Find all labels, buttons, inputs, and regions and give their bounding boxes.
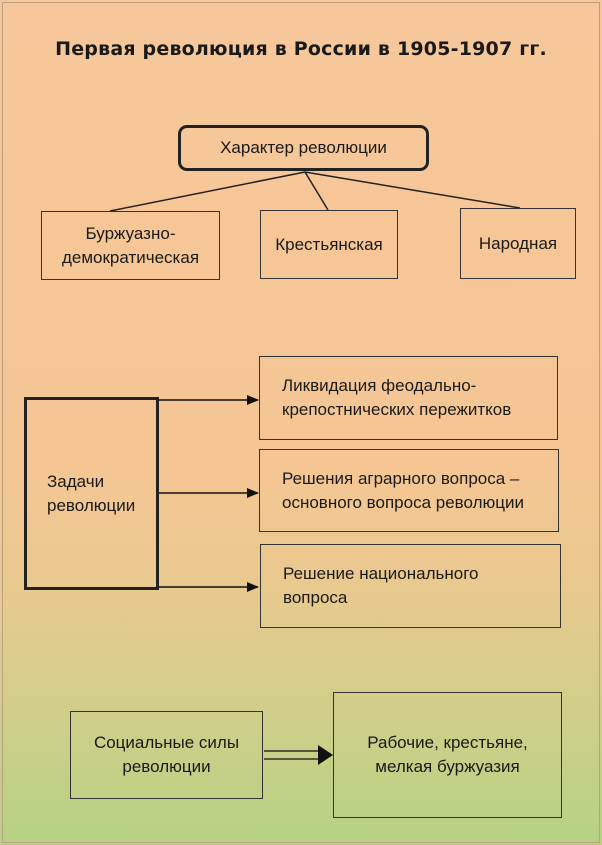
forces-value-box: Рабочие, крестьяне, мелкая буржуазия: [333, 692, 562, 818]
character-box-peasant: Крестьянская: [260, 210, 398, 279]
forces-header-label: Социальные силы революции: [93, 733, 240, 776]
task-box-agrarian: Решения аграрного вопроса – основного во…: [259, 449, 559, 532]
character-label-bourgeois: Буржуазно- демократическая: [61, 223, 200, 267]
forces-header-box: Социальные силы революции: [70, 711, 263, 799]
connector-character-1: [109, 171, 306, 212]
character-header-label: Характер революции: [220, 138, 387, 158]
tasks-header-box: Задачи революции: [24, 397, 159, 590]
forces-value-label: Рабочие, крестьяне, мелкая буржуазия: [367, 733, 528, 776]
task-label-national: Решение национального вопроса: [283, 564, 479, 607]
character-box-bourgeois: Буржуазно- демократическая: [41, 211, 220, 280]
character-label-people: Народная: [478, 233, 558, 253]
character-box-people: Народная: [460, 208, 576, 279]
tasks-header-label: Задачи революции: [47, 471, 136, 515]
arrow-forces-head: [318, 745, 333, 765]
page-title: Первая революция в России в 1905-1907 гг…: [55, 38, 547, 60]
task-box-feudal: Ликвидация феодально- крепостнических пе…: [259, 356, 558, 440]
character-label-peasant: Крестьянская: [275, 234, 383, 254]
character-header-box: Характер революции: [178, 125, 429, 171]
connector-character-2: [304, 171, 329, 211]
connector-character-3: [304, 171, 521, 209]
task-box-national: Решение национального вопроса: [260, 544, 561, 628]
task-label-agrarian: Решения аграрного вопроса – основного во…: [282, 468, 524, 512]
task-label-feudal: Ликвидация феодально- крепостнических пе…: [282, 376, 512, 419]
